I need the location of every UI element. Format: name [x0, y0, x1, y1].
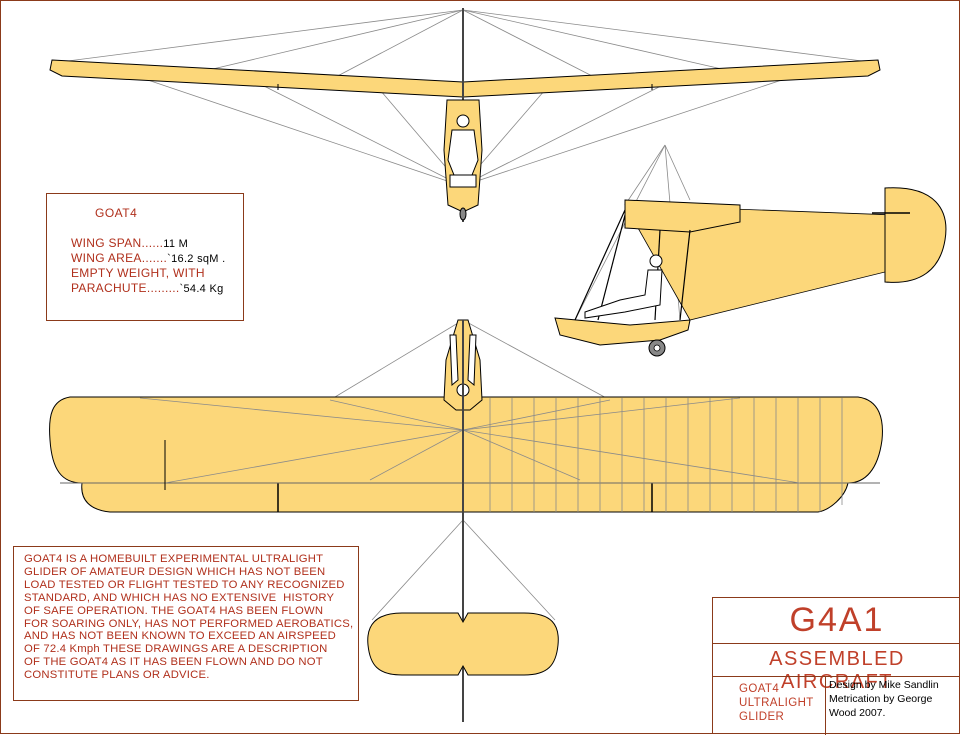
front-wheel: [459, 207, 467, 221]
wing-span-value: 11 M: [163, 238, 189, 250]
model-text: GOAT4 ULTRALIGHT GLIDER: [739, 682, 814, 724]
parachute-value: `54.4 Kg: [179, 283, 224, 295]
top-wing-trailing: [81, 482, 849, 513]
side-fuselage: [554, 317, 691, 346]
side-wing-root: [624, 199, 741, 233]
credit-line: Design by Mike Sandlin: [829, 679, 939, 691]
model-line: ULTRALIGHT: [739, 697, 814, 709]
front-pilot-head: [456, 114, 470, 128]
spec-parachute: PARACHUTE.........`54.4 Kg: [71, 281, 224, 295]
disclaimer-box: GOAT4 IS A HOMEBUILT EXPERIMENTAL ULTRAL…: [13, 546, 359, 701]
side-pilot-head: [649, 254, 663, 268]
front-pilot-body: [447, 129, 479, 176]
credit-text: Design by Mike Sandlin Metrication by Ge…: [829, 678, 939, 720]
title-block: G4A1 ASSEMBLED AIRCRAFT GOAT4 ULTRALIGHT…: [712, 597, 960, 735]
spec-wing-span: WING SPAN......11 M: [71, 236, 188, 250]
wing-area-value: `16.2 sqM .: [167, 253, 226, 265]
drawing-number: G4A1: [789, 601, 885, 639]
wing-area-label: WING AREA.......: [71, 251, 168, 265]
disclaimer-text: GOAT4 IS A HOMEBUILT EXPERIMENTAL ULTRAL…: [24, 553, 354, 682]
side-rudder: [884, 187, 947, 283]
model-cell: GOAT4 ULTRALIGHT GLIDER: [713, 676, 826, 735]
empty-weight-label: EMPTY WEIGHT, WITH: [71, 266, 205, 280]
title-divider-lower: [713, 676, 960, 677]
front-wing: [49, 59, 881, 98]
credit-line: Wood 2007.: [829, 707, 886, 719]
model-line: GLIDER: [739, 711, 785, 723]
top-view: [49, 319, 883, 722]
model-line: GOAT4: [739, 683, 780, 695]
spec-title: GOAT4: [95, 206, 138, 220]
side-view: [554, 144, 947, 357]
front-view: [49, 8, 881, 222]
wing-span-label: WING SPAN......: [71, 236, 164, 250]
top-wing-bracing: [60, 397, 880, 484]
spec-box: GOAT4 WING SPAN......11 M WING AREA.....…: [46, 193, 244, 321]
side-pilot-body: [584, 269, 663, 319]
parachute-label: PARACHUTE.........: [71, 281, 180, 295]
title-divider: [713, 643, 960, 644]
credit-line: Metrication by George: [829, 693, 933, 705]
top-stabilizer: [367, 612, 559, 676]
spec-empty-weight: EMPTY WEIGHT, WITH: [71, 266, 205, 280]
spec-wing-area: WING AREA.......`16.2 sqM .: [71, 251, 225, 265]
